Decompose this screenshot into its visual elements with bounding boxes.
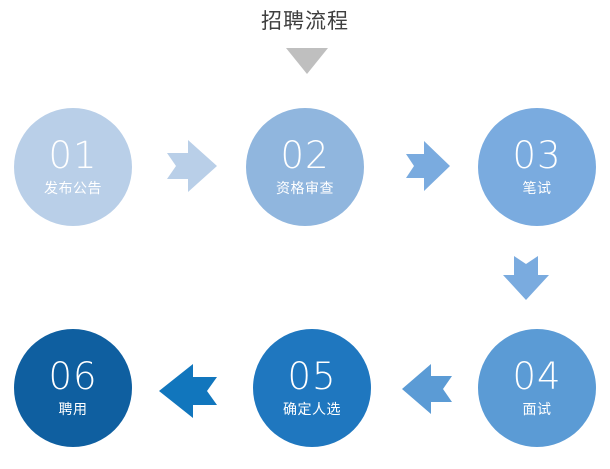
connector-shape-4 (402, 364, 452, 414)
page-title: 招聘流程 (261, 9, 349, 33)
process-node-01[interactable]: 01 发布公告 (14, 108, 132, 226)
process-node-label: 资格审查 (276, 181, 334, 197)
connector-shape-2 (406, 141, 450, 191)
process-node-04[interactable]: 04 面试 (478, 329, 596, 447)
process-node-number: 05 (287, 355, 337, 398)
process-node-number: 04 (512, 355, 562, 398)
arrow-right-icon-02-to-03 (406, 141, 450, 191)
process-node-label: 发布公告 (44, 181, 102, 197)
process-node-05[interactable]: 05 确定人选 (253, 329, 371, 447)
arrow-left-icon-04-to-05 (402, 364, 452, 414)
process-node-number: 03 (512, 134, 562, 177)
arrow-right-icon-01-to-02 (167, 140, 217, 192)
arrow-down-icon-03-to-04 (503, 256, 549, 300)
connector-shape-1 (167, 140, 217, 192)
process-node-label: 面试 (522, 402, 552, 418)
process-node-label: 聘用 (58, 402, 88, 418)
process-node-06[interactable]: 06 聘用 (14, 329, 132, 447)
process-node-label: 确定人选 (283, 402, 341, 418)
connector-shape-5 (159, 364, 217, 418)
process-node-03[interactable]: 03 笔试 (478, 108, 596, 226)
process-node-02[interactable]: 02 资格审查 (246, 108, 364, 226)
process-node-number: 02 (280, 134, 330, 177)
chevron-down-icon (286, 48, 328, 74)
process-node-label: 笔试 (522, 181, 552, 197)
arrow-left-icon-05-to-06 (159, 364, 217, 418)
process-node-number: 01 (48, 134, 98, 177)
process-node-number: 06 (48, 355, 98, 398)
connector-shape-3 (503, 256, 549, 300)
